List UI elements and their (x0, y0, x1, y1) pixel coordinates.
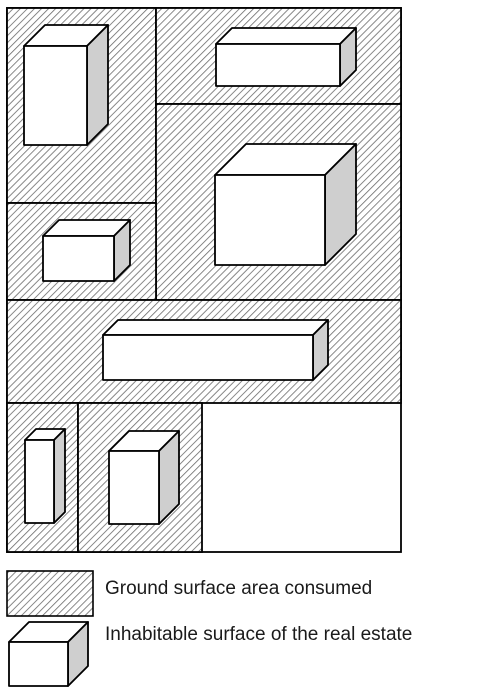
legend-white-box (9, 622, 88, 686)
legend-white-box-icon (9, 622, 88, 686)
legend-label-ground-surface: Ground surface area consumed (105, 578, 372, 600)
building-long-top (216, 28, 356, 86)
legend-hatched-square-icon (7, 571, 93, 616)
building-bottom-cube (109, 431, 179, 524)
building-small (43, 220, 130, 281)
building-wide (103, 320, 328, 380)
legend-label-inhabitable-surface: Inhabitable surface of the real estate (105, 624, 412, 646)
building-large-cube (215, 144, 356, 265)
building-tall (24, 25, 108, 145)
building-narrow (25, 429, 65, 523)
